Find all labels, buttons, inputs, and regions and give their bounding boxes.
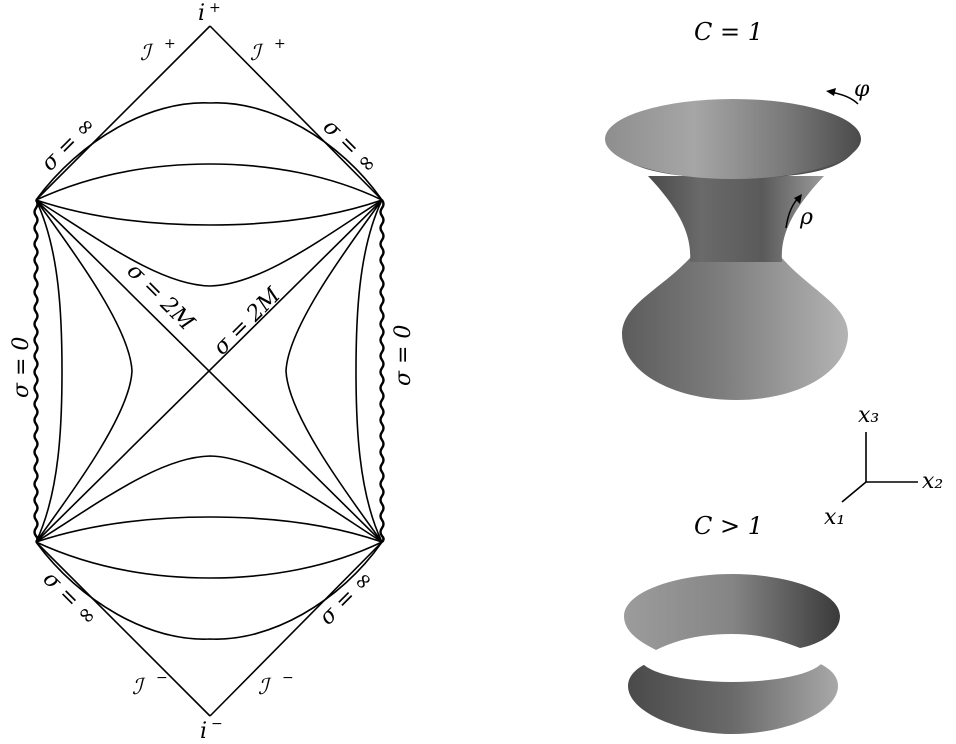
scri-minus-right-label: ℐ − [258, 670, 294, 700]
scri-minus-right-edge [209, 541, 383, 717]
left-curve-1 [35, 199, 63, 543]
x2-label: x₂ [922, 469, 943, 494]
singularity-left [33, 199, 39, 543]
c1-bottom-bell [622, 258, 848, 400]
phi-label: φ [854, 77, 870, 102]
svg-text:ℐ: ℐ [250, 41, 264, 66]
scri-minus-left-label: ℐ − [132, 670, 168, 700]
sigma-infinity-lower-right: σ = ∞ [315, 566, 379, 630]
right-curve-2 [285, 199, 383, 543]
left-curve-2 [35, 199, 133, 543]
svg-text:ℐ: ℐ [132, 675, 146, 700]
bottom-curve-1 [35, 541, 383, 640]
i-minus-label: i − [200, 716, 223, 744]
right-curve-1 [355, 199, 383, 543]
top-curve-4 [35, 199, 383, 287]
x3-label: x₃ [858, 403, 879, 428]
svg-text:ℐ: ℐ [258, 675, 272, 700]
horizon-diagonal-b [35, 199, 383, 543]
cgt1-title: C > 1 [694, 512, 763, 540]
scri-plus-left-label: ℐ + [140, 36, 176, 66]
svg-text:ℐ: ℐ [140, 41, 154, 66]
c1-top-rim [605, 99, 861, 179]
top-curve-1 [35, 102, 383, 201]
top-curve-2 [35, 163, 383, 201]
bottom-curve-4 [35, 455, 383, 543]
c1-neck [648, 176, 824, 262]
scri-plus-right-label: ℐ + [250, 36, 286, 66]
penrose-diagram: i + i − ℐ + ℐ + ℐ − ℐ − σ = ∞ σ = ∞ σ = … [9, 0, 416, 744]
sigma-zero-right: σ = 0 [391, 325, 416, 386]
svg-text:+: + [209, 0, 221, 16]
sigma-2m-label-b: σ = 2M [209, 283, 286, 360]
svg-text:i: i [200, 719, 207, 744]
x1-axis [841, 481, 867, 503]
c1-surface-group: C = 1 φ ρ [605, 18, 870, 400]
singularity-right [379, 199, 385, 543]
svg-text:i: i [198, 1, 205, 26]
svg-text:−: − [156, 670, 168, 686]
cgt1-surface-group: C > 1 [624, 512, 840, 734]
rho-arrowhead [794, 194, 802, 204]
i-plus-label: i + [198, 0, 221, 26]
scri-plus-left-edge [35, 25, 211, 201]
sigma-zero-left: σ = 0 [9, 337, 34, 398]
svg-text:−: − [211, 716, 223, 732]
bottom-curve-3 [35, 516, 383, 543]
sigma-infinity-upper-right: σ = ∞ [318, 115, 382, 179]
svg-text:+: + [274, 36, 286, 52]
scri-plus-right-edge [209, 25, 383, 201]
cgt1-top-lobe [624, 574, 840, 650]
scri-minus-left-edge [35, 541, 211, 717]
coordinate-axes: x₃ x₂ x₁ [824, 403, 943, 530]
cgt1-gap [640, 634, 824, 682]
bottom-curve-2 [35, 541, 383, 579]
phi-arrowhead [826, 88, 836, 96]
rho-label: ρ [799, 205, 813, 230]
c1-title: C = 1 [694, 18, 763, 46]
x1-label: x₁ [824, 505, 845, 530]
svg-text:−: − [282, 670, 294, 686]
svg-text:+: + [164, 36, 176, 52]
top-curve-3 [35, 199, 383, 226]
